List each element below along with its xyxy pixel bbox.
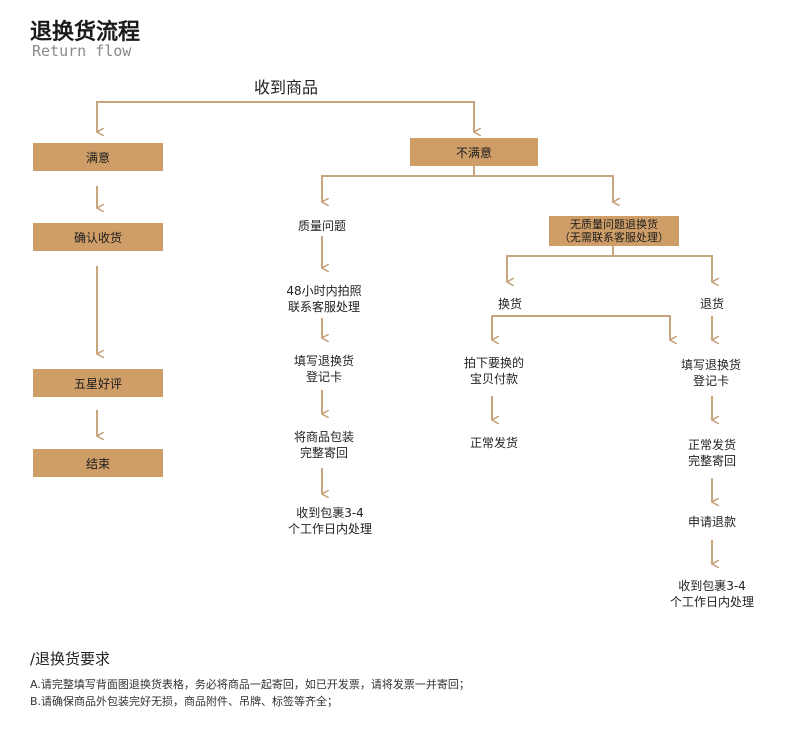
- node-confirm-receipt: 确认收货: [33, 223, 163, 251]
- node-five-star-review: 五星好评: [33, 369, 163, 397]
- node-return: 退货: [699, 297, 725, 311]
- node-quality-step-2-line-2: 登记卡: [305, 370, 343, 384]
- unsatisfied-split-right: [474, 175, 614, 200]
- requirements-title: /退换货要求: [30, 650, 111, 668]
- no-quality-split-left: [506, 246, 614, 280]
- node-return-step-2-line-1: 正常发货: [687, 438, 737, 452]
- unsatisfied-split-left: [321, 166, 475, 200]
- node-quality-step-4-line-1: 收到包裹3-4: [296, 506, 364, 520]
- no-quality-split-right: [613, 255, 713, 280]
- node-quality-step-4-line-2: 个工作日内处理: [287, 522, 373, 536]
- node-no-quality-line-1: 无质量问题退换货: [570, 218, 658, 231]
- node-exchange-step-2: 正常发货: [469, 436, 519, 450]
- node-quality-step-2: 填写退换货 登记卡: [294, 353, 354, 385]
- node-return-step-2: 正常发货 完整寄回: [688, 437, 736, 469]
- node-return-step-1-line-2: 登记卡: [692, 374, 730, 388]
- node-quality-issue: 质量问题: [297, 219, 347, 233]
- node-exchange: 换货: [497, 297, 523, 311]
- root-split-connector: [96, 101, 475, 130]
- node-exchange-step-1-line-2: 宝贝付款: [469, 372, 519, 386]
- node-quality-step-4: 收到包裹3-4 个工作日内处理: [288, 505, 372, 537]
- node-quality-step-1-line-1: 48小时内拍照: [286, 284, 362, 298]
- node-quality-step-3-line-2: 完整寄回: [299, 446, 349, 460]
- node-quality-step-2-line-1: 填写退换货: [293, 354, 355, 368]
- requirement-item-b: B.请确保商品外包装完好无损，商品附件、吊牌、标签等齐全；: [30, 695, 339, 708]
- node-return-step-4-line-1: 收到包裹3-4: [678, 579, 746, 593]
- exchange-return-connector: [491, 315, 671, 338]
- node-return-step-2-line-2: 完整寄回: [687, 454, 737, 468]
- page-title: 退换货流程: [30, 20, 141, 45]
- node-return-step-1: 填写退换货 登记卡: [681, 357, 741, 389]
- node-exchange-step-1: 拍下要换的 宝贝付款: [464, 355, 524, 387]
- node-quality-step-1: 48小时内拍照 联系客服处理: [286, 283, 361, 315]
- node-exchange-step-1-line-1: 拍下要换的: [463, 356, 525, 370]
- page-subtitle: Return flow: [32, 42, 132, 60]
- node-received: 收到商品: [253, 78, 319, 97]
- node-return-step-3: 申请退款: [687, 515, 737, 529]
- node-return-step-1-line-1: 填写退换货: [680, 358, 742, 372]
- node-quality-step-3: 将商品包装 完整寄回: [294, 429, 354, 461]
- node-end: 结束: [33, 449, 163, 477]
- node-return-step-4-line-2: 个工作日内处理: [669, 595, 755, 609]
- requirement-item-a: A.请完整填写背面图退换货表格，务必将商品一起寄回，如已开发票，请将发票一并寄回…: [30, 678, 470, 691]
- node-quality-step-3-line-1: 将商品包装: [293, 430, 355, 444]
- node-no-quality-line-2: （无需联系客服处理）: [559, 231, 669, 244]
- node-satisfied: 满意: [33, 143, 163, 171]
- node-return-step-4: 收到包裹3-4 个工作日内处理: [670, 578, 754, 610]
- node-quality-step-1-line-2: 联系客服处理: [287, 300, 360, 314]
- node-no-quality-return: 无质量问题退换货 （无需联系客服处理）: [549, 216, 679, 246]
- node-unsatisfied: 不满意: [410, 138, 538, 166]
